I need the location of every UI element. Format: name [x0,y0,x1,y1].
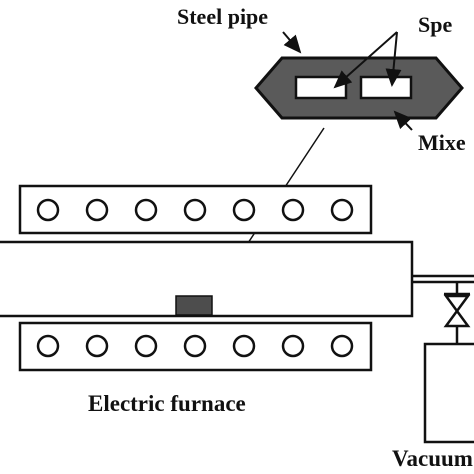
upper-heater [18,184,373,235]
steel-pipe-cross-section [254,56,464,120]
heater-element-icon [183,198,207,222]
heater-element-icon [281,334,305,358]
specimen-left [294,75,348,100]
heater-element-icon [85,334,109,358]
steel-pipe-leader [282,31,302,54]
upper-heater-elements [36,198,354,222]
vacuum-line [411,274,474,344]
heater-element-icon [183,334,207,358]
label-leaders [282,31,413,131]
heater-element-icon [36,334,60,358]
steel-pipe-label: Steel pipe [177,4,268,29]
heater-element-icon [134,198,158,222]
heater-element-icon [281,198,305,222]
vacuum-label: Vacuum [392,446,473,471]
steel-pipe-shape [254,56,464,120]
heater-element-icon [85,198,109,222]
heater-element-icon [36,198,60,222]
mixed-powder-label: Mixe [418,130,466,155]
heater-element-icon [330,334,354,358]
lower-heater [18,321,373,372]
electric-furnace-label: Electric furnace [88,391,246,416]
sample-boat [175,295,213,316]
heater-element-icon [232,198,256,222]
specimen-label: Spe [418,12,452,37]
vacuum-pump [423,342,474,444]
specimen-leader-right [385,31,402,87]
heater-element-icon [134,334,158,358]
lower-heater-elements [36,334,354,358]
specimen-right [359,75,413,100]
specimen-leader-left [333,31,398,89]
mixed-powder-leader [393,110,413,131]
heater-element-icon [330,198,354,222]
heater-element-icon [232,334,256,358]
valve-icon [443,294,471,328]
